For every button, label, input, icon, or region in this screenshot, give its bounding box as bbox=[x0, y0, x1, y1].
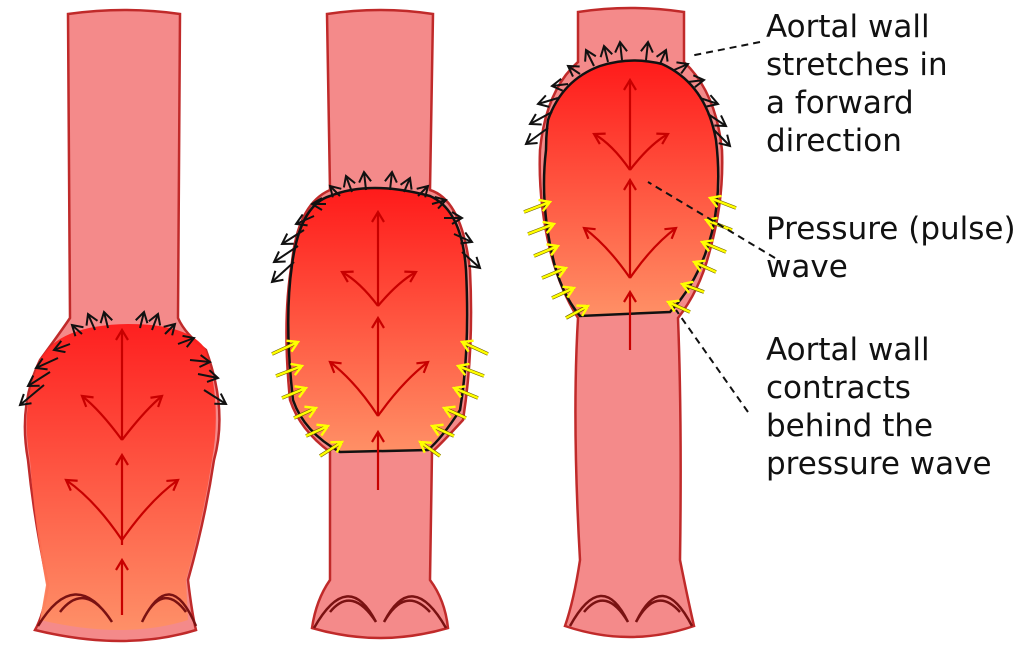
leader-line-stretch bbox=[690, 42, 760, 56]
label-aortal-wall-stretches: Aortal wall stretches in a forward direc… bbox=[766, 8, 948, 160]
label-line: wave bbox=[766, 248, 1016, 286]
label-line: a forward bbox=[766, 84, 948, 122]
label-line: stretches in bbox=[766, 46, 948, 84]
aorta-panel-2 bbox=[272, 10, 488, 638]
label-line: Aortal wall bbox=[766, 331, 992, 369]
label-line: direction bbox=[766, 122, 948, 160]
label-line: contracts bbox=[766, 369, 992, 407]
aorta-panel-1 bbox=[20, 10, 226, 641]
label-line: pressure wave bbox=[766, 445, 992, 483]
label-pressure-pulse-wave: Pressure (pulse) wave bbox=[766, 210, 1016, 286]
aorta-panel-3 bbox=[524, 8, 736, 637]
label-line: Aortal wall bbox=[766, 8, 948, 46]
label-line: behind the bbox=[766, 407, 992, 445]
label-aortal-wall-contracts: Aortal wall contracts behind the pressur… bbox=[766, 331, 992, 483]
leader-line-contract bbox=[676, 310, 748, 412]
label-line: Pressure (pulse) bbox=[766, 210, 1016, 248]
